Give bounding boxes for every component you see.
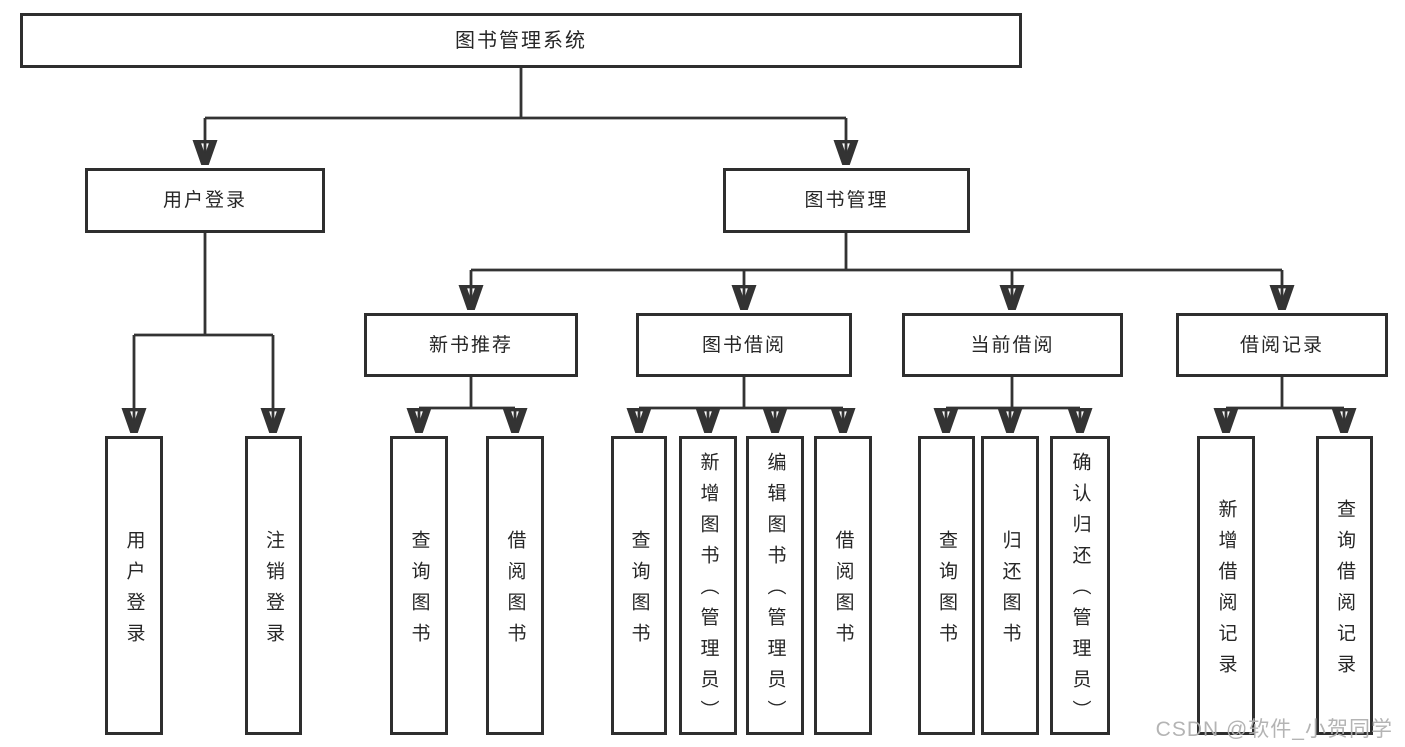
node-book-management: 图书管理 <box>723 168 970 233</box>
node-new-book-recommend: 新书推荐 <box>364 313 578 377</box>
connector-current-borrow-split <box>946 377 1080 433</box>
leaf-query-books-recommend: 查询图书 <box>390 436 448 735</box>
leaf-edit-book-admin-label: 编辑图书（管理员） <box>764 452 786 731</box>
node-current-borrow: 当前借阅 <box>902 313 1123 377</box>
connector-borrow-records-split <box>1226 377 1344 433</box>
leaf-query-books-current: 查询图书 <box>918 436 975 735</box>
leaf-query-books-recommend-label: 查询图书 <box>408 529 430 654</box>
connector-book-management-split <box>471 233 1282 310</box>
leaf-borrow-books: 借阅图书 <box>814 436 872 735</box>
leaf-confirm-return-admin: 确认归还（管理员） <box>1050 436 1110 735</box>
leaf-logout: 注销登录 <box>245 436 302 735</box>
node-user-login: 用户登录 <box>85 168 325 233</box>
leaf-return-book-label: 归还图书 <box>999 529 1021 654</box>
leaf-user-login: 用户登录 <box>105 436 163 735</box>
leaf-query-books-borrow: 查询图书 <box>611 436 667 735</box>
leaf-logout-label: 注销登录 <box>263 529 284 654</box>
leaf-borrow-books-label: 借阅图书 <box>832 529 854 654</box>
node-borrow-records: 借阅记录 <box>1176 313 1388 377</box>
connector-user-login-split <box>134 233 273 433</box>
node-book-borrow: 图书借阅 <box>636 313 852 377</box>
connector-book-borrow-split <box>639 377 843 433</box>
leaf-query-borrow-record: 查询借阅记录 <box>1316 436 1373 735</box>
leaf-add-borrow-record-label: 新增借阅记录 <box>1215 498 1237 685</box>
leaf-add-borrow-record: 新增借阅记录 <box>1197 436 1255 735</box>
leaf-return-book: 归还图书 <box>981 436 1039 735</box>
leaf-add-book-admin-label: 新增图书（管理员） <box>697 452 719 731</box>
leaf-add-book-admin: 新增图书（管理员） <box>679 436 737 735</box>
leaf-user-login-label: 用户登录 <box>123 529 145 654</box>
leaf-query-books-current-label: 查询图书 <box>936 529 957 654</box>
leaf-borrow-books-recommend: 借阅图书 <box>486 436 544 735</box>
node-root: 图书管理系统 <box>20 13 1022 68</box>
leaf-query-books-borrow-label: 查询图书 <box>628 529 650 654</box>
leaf-query-borrow-record-label: 查询借阅记录 <box>1334 498 1355 685</box>
leaf-borrow-books-recommend-label: 借阅图书 <box>504 529 526 654</box>
leaf-edit-book-admin: 编辑图书（管理员） <box>746 436 804 735</box>
connector-root-split <box>205 68 846 165</box>
connector-new-book-recommend-split <box>419 377 515 433</box>
leaf-confirm-return-admin-label: 确认归还（管理员） <box>1069 452 1091 731</box>
